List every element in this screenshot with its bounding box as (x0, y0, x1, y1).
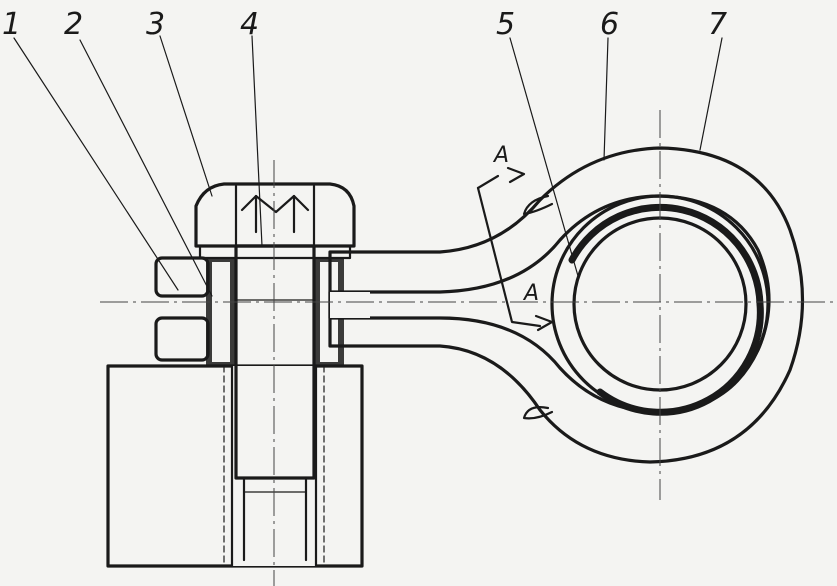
section-line-a (476, 166, 554, 332)
terminal-lug-left (154, 256, 210, 362)
washer-upper (198, 244, 352, 260)
section-mark-a-top: A (492, 143, 509, 168)
callout-4: 4 (240, 7, 259, 42)
callout-7: 7 (708, 7, 727, 42)
callout-6: 6 (600, 7, 619, 42)
spring-washer (206, 258, 344, 366)
section-mark-a-bottom: A (522, 281, 539, 306)
callout-5: 5 (496, 7, 515, 42)
callout-3: 3 (146, 7, 165, 42)
leader-lines (13, 35, 723, 297)
clamp-hooks (522, 194, 554, 420)
callout-1: 1 (2, 7, 21, 42)
callout-2: 2 (64, 7, 83, 42)
callouts: 1 2 3 4 5 6 7 (2, 7, 727, 42)
center-lines (100, 110, 836, 586)
bolt-head (194, 182, 356, 248)
cable-sheath (328, 146, 805, 464)
